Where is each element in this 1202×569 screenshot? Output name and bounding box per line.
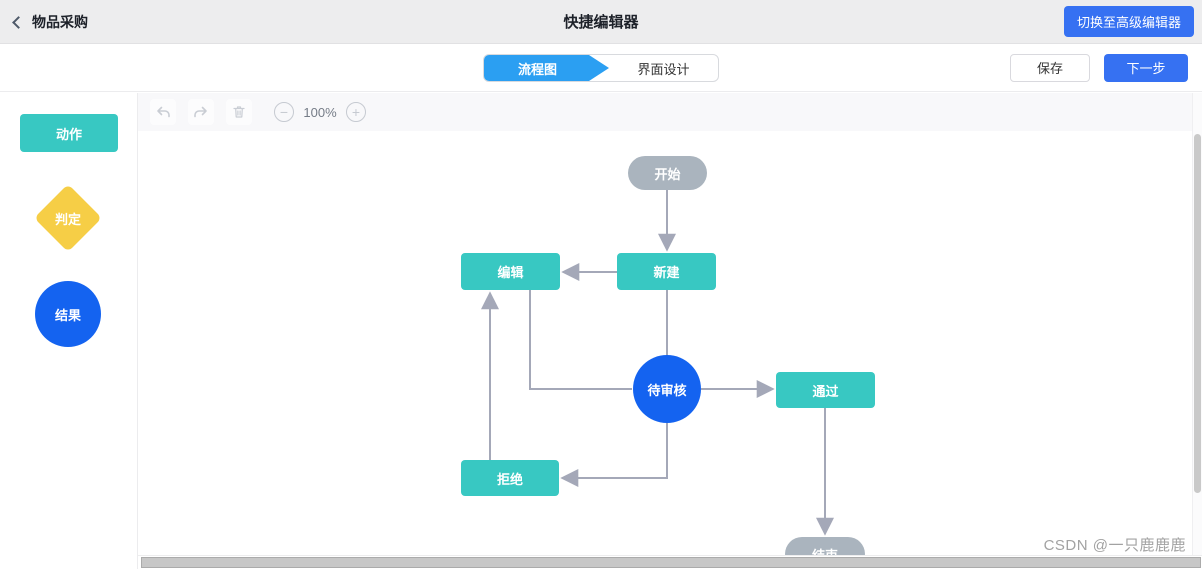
palette-result-label: 结果 [54,307,81,323]
flow-node-pending-review[interactable]: 待审核 [633,355,701,423]
palette-decision-shape[interactable]: 判定 [34,184,102,252]
vertical-scrollbar-thumb[interactable] [1194,134,1201,493]
minus-icon: − [279,104,289,120]
horizontal-scrollbar[interactable] [138,555,1202,569]
plus-icon: + [351,104,361,120]
palette-action-shape[interactable]: 动作 [20,114,118,152]
zoom-out-button[interactable]: − [274,102,294,122]
flow-node-edit[interactable]: 编辑 [461,253,560,290]
zoom-in-button[interactable]: + [346,102,366,122]
redo-icon [194,106,207,118]
palette-decision-label: 判定 [54,211,81,227]
flow-node-pass[interactable]: 通过 [776,372,875,408]
undo-icon [157,106,170,118]
canvas-toolbar: − 100% + [138,93,1202,131]
step-tabs: 流程图 界面设计 [483,54,719,82]
switch-to-advanced-editor-button[interactable]: 切换至高级编辑器 [1063,6,1194,37]
tab-ui-design[interactable]: 界面设计 [637,61,690,77]
back-button[interactable]: 物品采购 [12,12,88,32]
flow-edges [481,190,834,536]
horizontal-scrollbar-thumb[interactable] [141,557,1201,568]
top-bar: 物品采购 快捷编辑器 切换至高级编辑器 [0,0,1202,44]
flow-canvas: − 100% + [138,93,1202,569]
back-label: 物品采购 [32,13,88,30]
csdn-watermark: CSDN @一只鹿鹿鹿 [1043,537,1186,554]
shape-palette: 动作 判定 结果 [0,93,138,569]
save-button[interactable]: 保存 [1010,53,1090,82]
next-step-button[interactable]: 下一步 [1104,53,1188,82]
flow-node-create[interactable]: 新建 [617,253,716,290]
zoom-level: 100% [303,104,337,120]
vertical-scrollbar[interactable] [1192,93,1202,555]
trash-icon [233,106,245,118]
palette-result-shape[interactable]: 结果 [35,281,101,347]
redo-button[interactable] [188,99,214,125]
back-chevron-icon [12,15,25,29]
delete-button[interactable] [226,99,252,125]
flow-node-reject[interactable]: 拒绝 [461,460,559,496]
palette-action-label: 动作 [55,126,82,142]
main-area: 动作 判定 结果 [0,93,1202,569]
undo-button[interactable] [150,99,176,125]
page-title: 快捷编辑器 [563,14,639,31]
sub-toolbar: 流程图 界面设计 保存 下一步 [0,44,1202,92]
flow-node-start[interactable]: 开始 [628,156,707,190]
tab-flowchart[interactable]: 流程图 [484,55,609,81]
